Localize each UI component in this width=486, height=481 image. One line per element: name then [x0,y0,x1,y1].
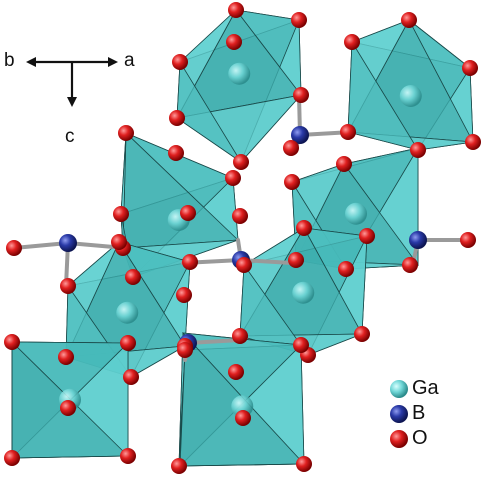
o-atom [338,261,354,277]
o-atom [177,342,193,358]
o-atom [401,12,417,28]
o-atom [6,240,22,256]
ga-atom [399,85,422,107]
o-atom [118,125,134,141]
axis-b-label: b [4,50,15,71]
o-atom [235,410,251,426]
axis-a-arrowhead [108,57,118,67]
o-atom [232,328,248,344]
o-atom [228,2,244,18]
o-atom [340,124,356,140]
o-atom [291,12,307,28]
octahedron-face [176,60,242,163]
o-atom [4,334,20,350]
legend-ga-label: Ga [412,377,439,399]
b-atom [409,231,427,249]
o-atom [296,220,312,236]
legend-o-swatch [390,430,408,448]
o-atom [232,208,248,224]
o-atom [225,170,241,186]
o-atom [228,364,244,380]
gao6-octahedron [347,19,474,151]
o-atom [410,142,426,158]
axis-b-arrowhead [26,57,36,67]
o-atom [120,335,136,351]
gao6-octahedron [175,9,303,163]
o-atom [182,254,198,270]
o-atom [120,448,136,464]
o-atom [402,257,418,273]
legend-b-label: B [412,402,426,424]
b-atom [59,234,77,252]
axis-c-arrowhead [67,97,77,107]
b-atom [291,126,309,144]
ga-atom [345,202,367,225]
o-atom [293,337,309,353]
o-atom [113,206,129,222]
o-atom [283,140,299,156]
o-atom [236,257,252,273]
legend-b-swatch [390,405,408,423]
o-atom [172,54,188,70]
o-atom [176,287,192,303]
o-atom [344,34,360,50]
o-atom [168,145,184,161]
o-atom [60,278,76,294]
axis-indicator [26,57,118,107]
o-atom [293,87,309,103]
o-atom [226,34,242,50]
o-atom [359,228,375,244]
o-atom [58,349,74,365]
o-atom [462,60,478,76]
o-atom [284,174,300,190]
o-atom [354,326,370,342]
gao6-octahedron [239,227,368,356]
ga-atom [292,281,315,304]
axis-c-label: c [65,126,75,147]
o-atom [288,252,304,268]
o-atom [125,269,141,285]
o-atom [465,134,481,150]
o-atom [111,234,127,250]
o-atom [180,205,196,221]
o-atom [169,110,185,126]
ga-atom [116,301,139,324]
o-atom [60,400,76,416]
o-atom [171,458,187,474]
b-o-bond [12,241,70,250]
ga-atom [228,62,251,85]
legend-ga-swatch [390,380,408,398]
axis-a-label: a [124,50,135,71]
atom-layer [4,2,481,474]
o-atom [460,232,476,248]
legend-o-label: O [412,427,428,449]
octahedra-layer [11,9,474,468]
octahedron-face [347,40,419,151]
o-atom [4,450,20,466]
o-atom [123,369,139,385]
legend-spheres [390,380,408,448]
gao6-octahedron [178,332,305,468]
o-atom [336,156,352,172]
o-atom [233,154,249,170]
o-atom [296,456,312,472]
